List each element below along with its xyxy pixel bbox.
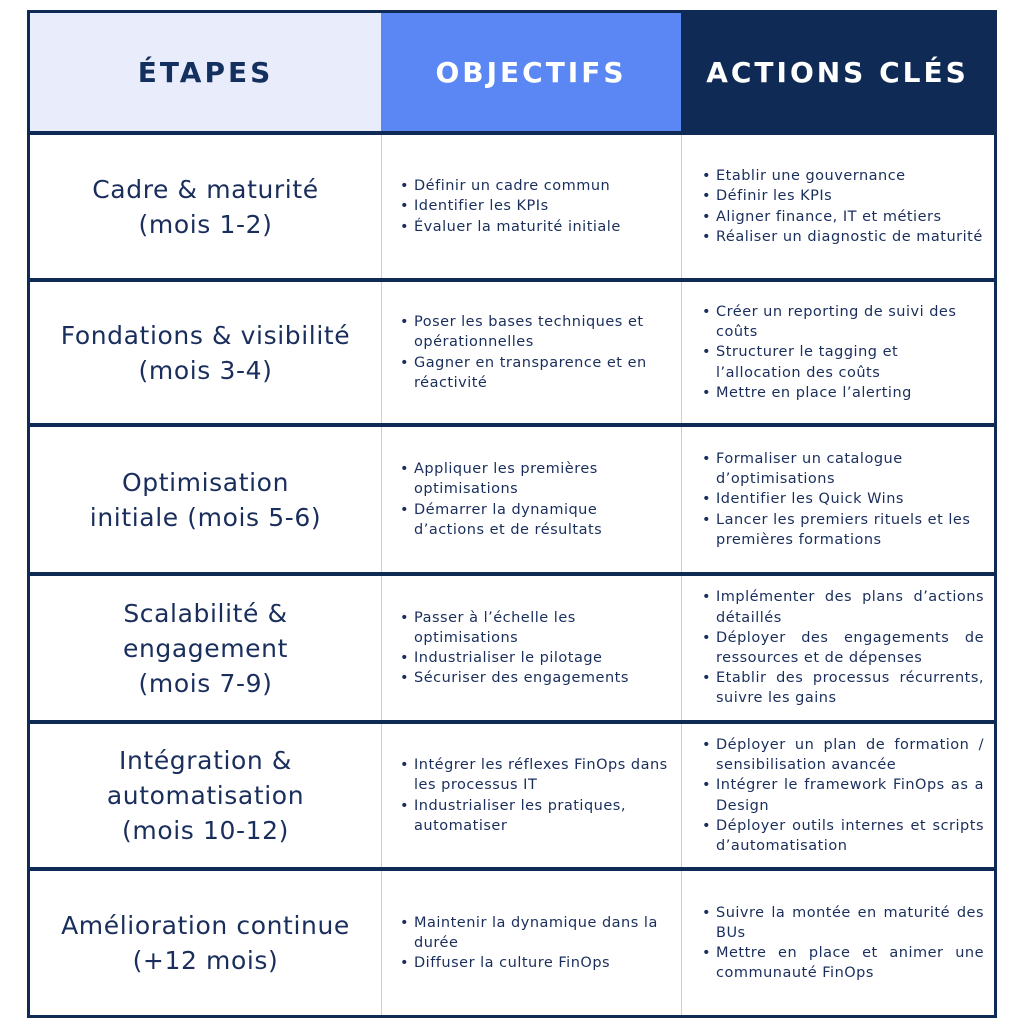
table-row: Scalabilité & engagement (mois 7-9) Pass… — [30, 576, 994, 720]
stage-line: engagement — [122, 633, 289, 663]
list-item: Aligner finance, IT et métiers — [702, 207, 984, 227]
actions-cell: Etablir une gouvernance Définir les KPIs… — [681, 135, 994, 278]
header-objectifs: OBJECTIFS — [381, 13, 681, 131]
row-separator — [30, 423, 994, 427]
table-row: Intégration & automatisation (mois 10-12… — [30, 724, 994, 867]
stage-line: Amélioration continue — [61, 911, 350, 940]
table-row: Optimisation initiale (mois 5-6) Appliqu… — [30, 427, 994, 572]
stage-cell: Amélioration continue (+12 mois) — [30, 871, 381, 1015]
stage-cell: Optimisation initiale (mois 5-6) — [30, 427, 381, 572]
header-etapes: ÉTAPES — [30, 13, 381, 131]
list-item: Industrialiser le pilotage — [400, 648, 671, 668]
stage-line: (+12 mois) — [132, 946, 279, 975]
stage-line: Fondations & visibilité — [60, 320, 351, 350]
actions-cell: Suivre la montée en maturité des BUs Met… — [681, 871, 994, 1015]
list-item: Etablir des processus récurrents, suivre… — [702, 668, 984, 708]
list-item: Mettre en place et animer une communauté… — [702, 943, 984, 983]
list-item: Poser les bases techniques et opérationn… — [400, 312, 671, 352]
list-item: Lancer les premiers rituels et les premi… — [702, 510, 984, 550]
list-item: Définir un cadre commun — [400, 176, 671, 196]
stage-line: Scalabilité & — [123, 598, 288, 628]
objectives-cell: Passer à l’échelle les optimisations Ind… — [381, 576, 681, 720]
list-item: Réaliser un diagnostic de maturité — [702, 227, 984, 247]
list-item: Etablir une gouvernance — [702, 166, 984, 186]
list-item: Passer à l’échelle les optimisations — [400, 608, 671, 648]
list-item: Intégrer les réflexes FinOps dans les pr… — [400, 755, 671, 795]
list-item: Diffuser la culture FinOps — [400, 953, 671, 973]
stage-line: automatisation — [106, 781, 305, 810]
objectives-cell: Appliquer les premières optimisations Dé… — [381, 427, 681, 572]
actions-cell: Déployer un plan de formation / sensibil… — [681, 724, 994, 867]
list-item: Formaliser un catalogue d’optimisations — [702, 449, 984, 489]
table-row: Fondations & visibilité (mois 3-4) Poser… — [30, 282, 994, 423]
row-separator — [30, 867, 994, 871]
stage-line: initiale (mois 5-6) — [89, 502, 322, 532]
list-item: Suivre la montée en maturité des BUs — [702, 903, 984, 943]
stage-cell: Scalabilité & engagement (mois 7-9) — [30, 576, 381, 720]
objectives-cell: Définir un cadre commun Identifier les K… — [381, 135, 681, 278]
actions-cell: Formaliser un catalogue d’optimisations … — [681, 427, 994, 572]
row-separator — [30, 131, 994, 135]
list-item: Structurer le tagging et l’allocation de… — [702, 342, 984, 382]
list-item: Mettre en place l’alerting — [702, 383, 984, 403]
stage-cell: Cadre & maturité (mois 1-2) — [30, 135, 381, 278]
stage-line: (mois 1-2) — [138, 209, 273, 239]
row-separator — [30, 720, 994, 724]
list-item: Gagner en transparence et en réactivité — [400, 353, 671, 393]
list-item: Créer un reporting de suivi des coûts — [702, 302, 984, 342]
list-item: Démarrer la dynamique d’actions et de ré… — [400, 500, 671, 540]
list-item: Évaluer la maturité initiale — [400, 217, 671, 237]
list-item: Identifier les Quick Wins — [702, 489, 984, 509]
table-header: ÉTAPES OBJECTIFS ACTIONS CLÉS — [30, 13, 994, 131]
stage-line: Optimisation — [121, 467, 290, 497]
objectives-cell: Poser les bases techniques et opérationn… — [381, 282, 681, 423]
row-separator — [30, 572, 994, 576]
table-row: Amélioration continue (+12 mois) Mainten… — [30, 871, 994, 1015]
header-actions-cles: ACTIONS CLÉS — [681, 13, 994, 131]
actions-cell: Implémenter des plans d’actions détaillé… — [681, 576, 994, 720]
list-item: Identifier les KPIs — [400, 196, 671, 216]
list-item: Implémenter des plans d’actions détaillé… — [702, 587, 984, 627]
list-item: Définir les KPIs — [702, 186, 984, 206]
row-separator — [30, 278, 994, 282]
list-item: Industrialiser les pratiques, automatise… — [400, 796, 671, 836]
table-row: Cadre & maturité (mois 1-2) Définir un c… — [30, 135, 994, 278]
list-item: Appliquer les premières optimisations — [400, 459, 671, 499]
stage-line: (mois 7-9) — [138, 668, 273, 698]
list-item: Maintenir la dynamique dans la durée — [400, 913, 671, 953]
list-item: Déployer outils internes et scripts d’au… — [702, 816, 984, 856]
stage-line: Cadre & maturité — [92, 174, 319, 204]
list-item: Sécuriser des engagements — [400, 668, 671, 688]
objectives-cell: Maintenir la dynamique dans la durée Dif… — [381, 871, 681, 1015]
roadmap-table: ÉTAPES OBJECTIFS ACTIONS CLÉS Cadre & ma… — [27, 10, 997, 1018]
actions-cell: Créer un reporting de suivi des coûts St… — [681, 282, 994, 423]
stage-cell: Intégration & automatisation (mois 10-12… — [30, 724, 381, 867]
stage-cell: Fondations & visibilité (mois 3-4) — [30, 282, 381, 423]
list-item: Intégrer le framework FinOps as a Design — [702, 775, 984, 815]
stage-line: (mois 3-4) — [138, 355, 273, 385]
stage-line: Intégration & — [119, 746, 292, 775]
list-item: Déployer des engagements de ressources e… — [702, 628, 984, 668]
objectives-cell: Intégrer les réflexes FinOps dans les pr… — [381, 724, 681, 867]
list-item: Déployer un plan de formation / sensibil… — [702, 735, 984, 775]
stage-line: (mois 10-12) — [122, 816, 289, 845]
